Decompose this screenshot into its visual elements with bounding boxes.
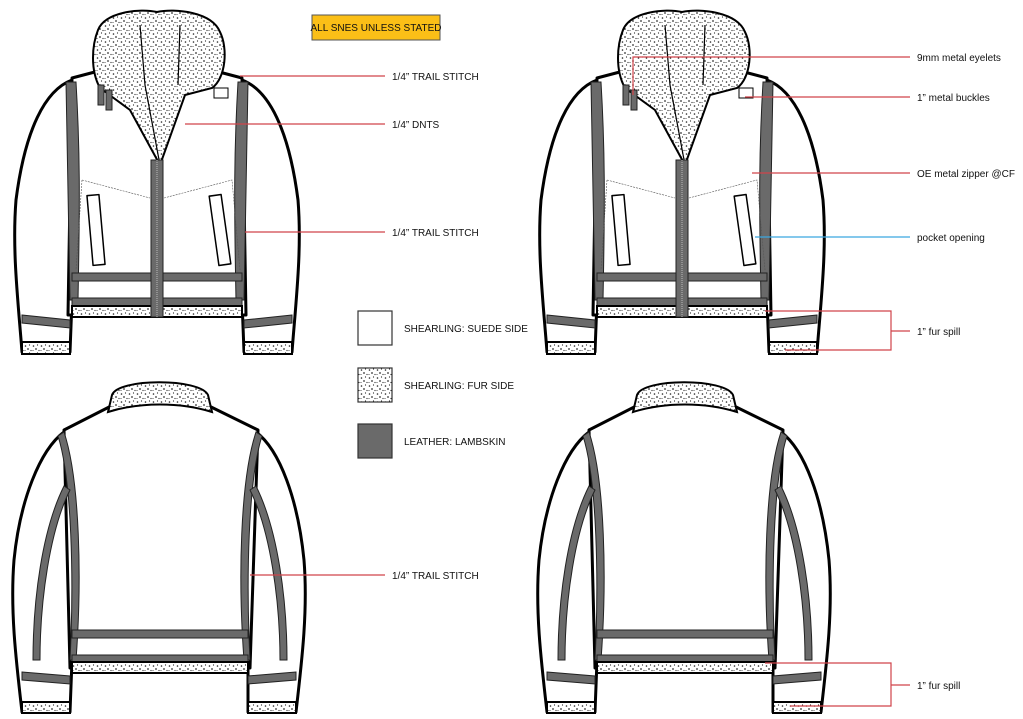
callouts-back-right: 1” fur spill [765,662,960,707]
front-view-left [13,9,301,356]
callouts-front-left: 1/4” TRAIL STITCH 1/4” DNTS 1/4” TRAIL S… [185,72,479,239]
callouts-front-right: 9mm metal eyelets 1” metal buckles OE me… [632,53,1015,351]
material-legend: SHEARLING: SUEDE SIDE SHEARLING: FUR SID… [357,310,528,459]
callout-trail-stitch-back: 1/4” TRAIL STITCH [392,571,479,582]
front-view-right [538,9,826,356]
callout-trail-stitch-armhole: 1/4” TRAIL STITCH [392,228,479,239]
legend-leather-label: LEATHER: LAMBSKIN [404,437,506,448]
callout-dnts: 1/4” DNTS [392,120,440,131]
legend-fur-label: SHEARLING: FUR SIDE [404,381,514,392]
callout-buckles: 1” metal buckles [917,93,990,104]
swatch-suede [357,310,393,346]
badge-text: ALL SNES UNLESS STATED [311,23,442,34]
callout-fur-spill-back: 1” fur spill [917,681,960,692]
callout-eyelets: 9mm metal eyelets [917,53,1001,64]
callout-trail-stitch-shoulder: 1/4” TRAIL STITCH [392,72,479,83]
callout-zipper: OE metal zipper @CF [917,169,1015,180]
back-view-left [11,380,307,715]
swatch-leather [357,423,393,459]
notes-badge: ALL SNES UNLESS STATED [311,14,442,41]
callouts-back-left: 1/4” TRAIL STITCH [250,571,479,582]
callout-fur-spill-front: 1” fur spill [917,327,960,338]
legend-suede-label: SHEARLING: SUEDE SIDE [404,324,528,335]
swatch-fur [357,367,393,403]
callout-pocket-opening: pocket opening [917,233,985,244]
